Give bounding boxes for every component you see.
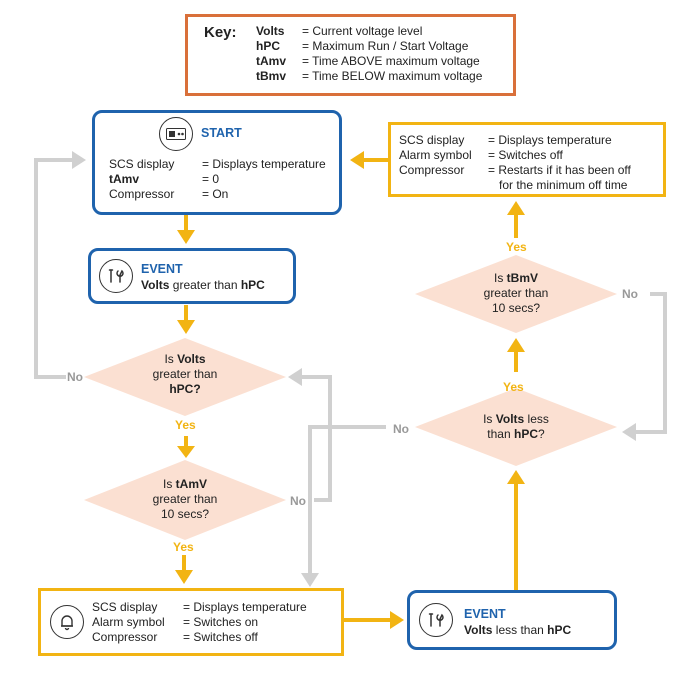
row-label: Compressor xyxy=(92,630,158,644)
decision-volts-greater-text: Is Volts greater than hPC? xyxy=(152,352,218,396)
row-label: SCS display xyxy=(109,157,175,171)
row-label: Compressor xyxy=(399,163,465,177)
event-title: EVENT xyxy=(141,262,183,276)
row-value: = Displays temperature xyxy=(183,600,307,614)
yes-label: Yes xyxy=(503,380,524,394)
alarm-on-action-box: SCS display = Displays temperature Alarm… xyxy=(38,588,344,656)
tools-icon xyxy=(419,603,453,637)
key-legend: Key: Volts = Current voltage level hPC =… xyxy=(185,14,516,96)
event-description: Volts greater than hPC xyxy=(141,278,265,292)
row-value: = Restarts if it has been off xyxy=(488,163,631,177)
key-title: Key: xyxy=(204,24,237,41)
no-label: No xyxy=(290,494,306,508)
decision-diamond-volts-less xyxy=(415,388,617,466)
key-term: tAmv xyxy=(256,54,287,68)
no-label: No xyxy=(393,422,409,436)
start-title: START xyxy=(201,126,242,140)
row-value: = Switches on xyxy=(183,615,259,629)
yes-label: Yes xyxy=(506,240,527,254)
decision-tamv-text: Is tAmV greater than 10 secs? xyxy=(152,477,218,521)
tools-icon xyxy=(99,259,133,293)
yes-label: Yes xyxy=(173,540,194,554)
key-term: tBmv xyxy=(256,69,287,83)
row-label: SCS display xyxy=(92,600,158,614)
event-volts-greater-box: EVENT Volts greater than hPC xyxy=(88,248,296,304)
key-definition: = Time BELOW maximum voltage xyxy=(302,69,483,83)
key-definition: = Time ABOVE maximum voltage xyxy=(302,54,480,68)
key-term: hPC xyxy=(256,39,280,53)
row-value: = Displays temperature xyxy=(488,133,612,147)
decision-diamond-tbmv xyxy=(415,255,617,333)
row-value: = 0 xyxy=(202,172,220,186)
decision-volts-less-text: Is Volts less than hPC? xyxy=(483,412,549,441)
key-definition: = Current voltage level xyxy=(302,24,423,38)
row-value-continued: for the minimum off time xyxy=(499,178,628,192)
no-label: No xyxy=(67,370,83,384)
key-definition: = Maximum Run / Start Voltage xyxy=(302,39,469,53)
decision-tbmv-text: Is tBmV greater than 10 secs? xyxy=(483,271,549,315)
controller-icon xyxy=(159,117,193,151)
row-label: tAmv xyxy=(109,172,140,186)
row-value: = Switches off xyxy=(183,630,258,644)
decision-diamond-volts-greater xyxy=(84,338,286,416)
event-volts-less-box: EVENT Volts less than hPC xyxy=(407,590,617,650)
bell-icon xyxy=(50,605,84,639)
row-value: = Switches off xyxy=(488,148,563,162)
row-label: Compressor xyxy=(109,187,175,201)
start-box: START SCS display = Displays temperature… xyxy=(92,110,342,215)
row-label: SCS display xyxy=(399,133,465,147)
row-value: = On xyxy=(202,187,229,201)
row-value: = Displays temperature xyxy=(202,157,326,171)
event-title: EVENT xyxy=(464,607,506,621)
no-label: No xyxy=(622,287,638,301)
decision-diamond-tamv xyxy=(84,460,286,540)
yes-label: Yes xyxy=(175,418,196,432)
row-label: Alarm symbol xyxy=(399,148,472,162)
row-label: Alarm symbol xyxy=(92,615,165,629)
event-description: Volts less than hPC xyxy=(464,623,572,637)
key-term: Volts xyxy=(256,24,285,38)
alarm-off-action-box: SCS display = Displays temperature Alarm… xyxy=(388,122,666,197)
